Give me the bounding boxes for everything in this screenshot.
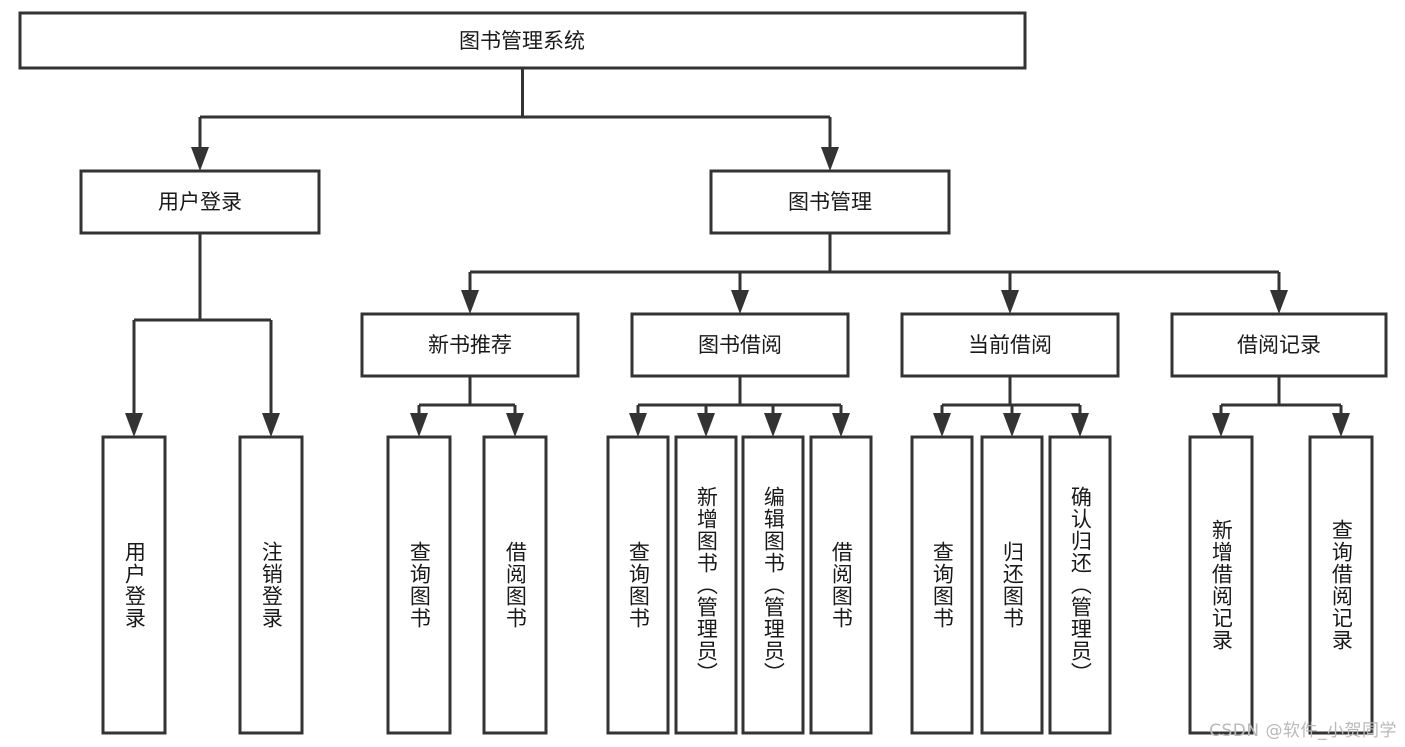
arrowhead-leaf-query-books-3 bbox=[933, 413, 951, 437]
node-current-borrowing[interactable] bbox=[900, 312, 1120, 378]
arrowhead-leaf-borrow-books-1 bbox=[506, 413, 524, 437]
arrowhead-leaf-confirm-return bbox=[1071, 413, 1089, 437]
csdn-watermark: CSDN @软件_小贺同学 bbox=[1209, 721, 1397, 741]
arrowhead-leaf-user-login bbox=[125, 413, 143, 437]
node-leaf-borrow-books-1[interactable] bbox=[482, 435, 548, 735]
node-new-book-recommendation-label: 新书推荐 bbox=[428, 333, 512, 357]
arrowhead-current bbox=[1001, 290, 1019, 314]
node-borrowing-records[interactable] bbox=[1170, 312, 1388, 378]
node-leaf-query-books-2[interactable] bbox=[606, 435, 670, 735]
node-leaf-add-borrow-record[interactable] bbox=[1188, 435, 1254, 735]
arrowhead-borrow bbox=[731, 290, 749, 314]
node-book-borrowing[interactable] bbox=[630, 312, 850, 378]
node-leaf-query-borrow-record[interactable] bbox=[1308, 435, 1374, 735]
node-leaf-query-books-1[interactable] bbox=[386, 435, 452, 735]
node-book-management-label: 图书管理 bbox=[788, 190, 872, 214]
arrowhead-book-mgmt bbox=[821, 147, 839, 171]
arrowhead-new-books bbox=[461, 290, 479, 314]
arrowhead-leaf-query-books-1 bbox=[410, 413, 428, 437]
node-leaf-edit-book-admin[interactable] bbox=[741, 435, 805, 735]
node-borrowing-records-label: 借阅记录 bbox=[1237, 333, 1321, 357]
arrowhead-leaf-logout bbox=[262, 413, 280, 437]
node-book-management[interactable] bbox=[709, 169, 951, 235]
node-user-login[interactable] bbox=[79, 169, 321, 235]
arrowhead-leaf-return-book bbox=[1003, 413, 1021, 437]
arrowhead-user-login bbox=[191, 147, 209, 171]
arrowhead-leaf-borrow-books-2 bbox=[832, 413, 850, 437]
arrowhead-leaf-query-record bbox=[1332, 413, 1350, 437]
node-leaf-add-book-admin[interactable] bbox=[674, 435, 738, 735]
arrowhead-leaf-add-record bbox=[1212, 413, 1230, 437]
node-leaf-query-books-3[interactable] bbox=[910, 435, 974, 735]
node-current-borrowing-label: 当前借阅 bbox=[968, 333, 1052, 357]
arrowhead-leaf-add-book bbox=[697, 413, 715, 437]
node-root-system[interactable] bbox=[18, 11, 1027, 70]
node-leaf-return-book[interactable] bbox=[980, 435, 1044, 735]
node-user-login-label: 用户登录 bbox=[158, 190, 242, 214]
node-root-system-label: 图书管理系统 bbox=[459, 29, 585, 53]
node-leaf-logout[interactable] bbox=[238, 435, 304, 735]
node-new-book-recommendation[interactable] bbox=[360, 312, 580, 378]
arrowhead-records bbox=[1270, 290, 1288, 314]
arrowhead-leaf-query-books-2 bbox=[629, 413, 647, 437]
arrowhead-leaf-edit-book bbox=[764, 413, 782, 437]
node-book-borrowing-label: 图书借阅 bbox=[698, 333, 782, 357]
node-leaf-confirm-return-admin[interactable] bbox=[1048, 435, 1112, 735]
node-layer: 图书管理系统 用户登录 图书管理 新书推荐 图书借阅 当前借阅 借阅记录 bbox=[18, 11, 1388, 735]
node-leaf-user-login[interactable] bbox=[101, 435, 167, 735]
node-leaf-borrow-books-2[interactable] bbox=[809, 435, 873, 735]
connector-layer bbox=[125, 68, 1350, 437]
